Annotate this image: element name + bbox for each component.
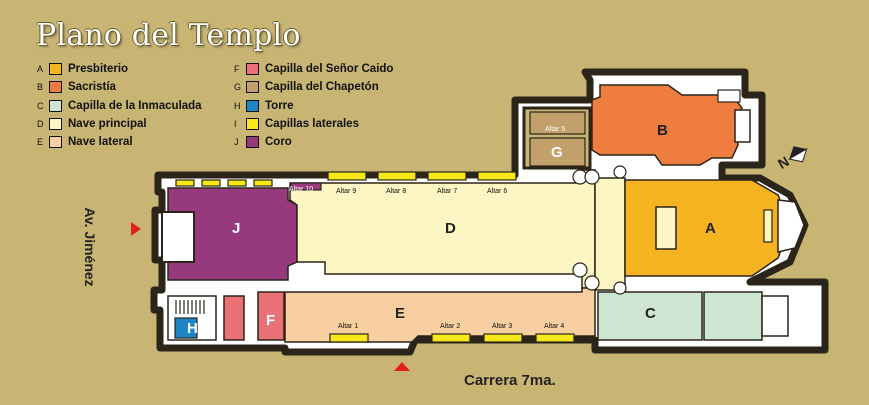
altar-5-label: Altar 5: [545, 126, 565, 133]
room-letter-f: F: [266, 312, 275, 329]
legend-item-b: B Sacristía: [37, 81, 116, 96]
legend-code: D: [37, 119, 44, 129]
legend-item-d: D Nave principal: [37, 118, 147, 133]
legend-label: Capilla de la Inmaculada: [68, 100, 202, 112]
legend-item-g: G Capilla del Chapetón: [234, 81, 379, 96]
legend-code: G: [234, 82, 242, 92]
room-letter-e: E: [395, 305, 405, 322]
legend-swatch: [49, 136, 62, 148]
legend-code: I: [234, 119, 237, 129]
altar-4-label: Altar 4: [544, 323, 564, 330]
altar-2-label: Altar 2: [440, 323, 460, 330]
legend-item-h: H Torre: [234, 100, 294, 115]
legend-swatch: [246, 100, 259, 112]
north-arrow-icon: N: [775, 146, 808, 172]
altar-8-label: Altar 8: [386, 188, 406, 195]
legend-label: Coro: [265, 136, 292, 148]
stairs-icon: [175, 300, 205, 314]
room-b-sacristia: [591, 84, 751, 166]
legend-code: A: [37, 64, 44, 74]
street-south-text: Carrera 7ma.: [464, 372, 556, 389]
legend-item-j: J Coro: [234, 136, 292, 151]
legend-item-e: E Nave lateral: [37, 136, 133, 151]
legend-label: Nave lateral: [68, 136, 133, 148]
altar-3-label: Altar 3: [492, 323, 512, 330]
room-h-torre: [167, 295, 217, 341]
legend-label: Torre: [265, 100, 294, 112]
room-g-capilla-chapeton: [522, 106, 592, 170]
legend-swatch: [246, 118, 259, 130]
legend-label: Capilla del Señor Caido: [265, 63, 394, 75]
legend-label: Presbiterio: [68, 63, 129, 75]
altar-6-label: Altar 6: [487, 188, 507, 195]
pillars: [572, 165, 627, 295]
legend-code: B: [37, 82, 44, 92]
legend-swatch: [49, 100, 62, 112]
legend-code: H: [234, 101, 241, 111]
altar-9-label: Altar 9: [336, 188, 356, 195]
legend-item-f: F Capilla del Señor Caido: [234, 63, 393, 78]
apse-altar: [763, 209, 773, 243]
legend-item-i: I Capillas laterales: [234, 118, 359, 133]
altar-7-label: Altar 7: [437, 188, 457, 195]
legend-label: Sacristía: [68, 81, 116, 93]
legend-code: C: [37, 101, 44, 111]
legend-swatch: [246, 63, 259, 75]
legend-code: F: [234, 64, 240, 74]
legend-code: J: [234, 137, 239, 147]
legend-swatch: [49, 81, 62, 93]
room-letter-j: J: [232, 220, 240, 237]
room-letter-a: A: [705, 220, 716, 237]
room-letters: A B C D E F G H J: [187, 122, 716, 337]
room-letter-h: H: [187, 320, 198, 337]
street-west-text: Av. Jiménez: [82, 207, 98, 287]
legend-item-c: C Capilla de la Inmaculada: [37, 100, 202, 115]
room-j-coro: [161, 187, 298, 281]
room-f-capilla-senor-caido: [223, 291, 285, 341]
north-label: N: [775, 153, 792, 172]
altar-10-label: Altar 10: [289, 186, 313, 193]
room-e-nave-lateral: [284, 287, 596, 343]
room-letter-g: G: [551, 144, 563, 161]
altar-1-label: Altar 1: [338, 323, 358, 330]
legend-label: Capillas laterales: [265, 118, 359, 130]
coro-entrance: [161, 211, 195, 263]
side-chapels-south: [329, 333, 575, 343]
room-c-capilla-inmaculada: [597, 291, 789, 341]
room-letter-c: C: [645, 305, 656, 322]
room-a-presbiterio: [624, 179, 805, 277]
legend-label: Capilla del Chapetón: [265, 81, 379, 93]
legend-code: E: [37, 137, 44, 147]
street-west-label: Av. Jiménez: [82, 172, 98, 322]
legend-item-a: A Presbiterio: [37, 63, 128, 78]
altar-5-niche: [529, 111, 586, 135]
apse-niche: [777, 199, 805, 253]
legend-swatch: [49, 63, 62, 75]
street-south-label: Carrera 7ma.: [464, 372, 556, 389]
legend-swatch: [246, 136, 259, 148]
altar-labels: Altar 10 Altar 9 Altar 8 Altar 7 Altar 6…: [289, 126, 565, 330]
entrance-arrow-south-icon: [394, 362, 410, 371]
side-chapels-north: [175, 171, 517, 191]
map-title: Plano del Templo: [36, 18, 301, 53]
legend-swatch: [246, 81, 259, 93]
legend-label: Nave principal: [68, 118, 147, 130]
crossing: [594, 177, 626, 291]
entrance-arrow-west-icon: [131, 222, 141, 236]
room-letter-b: B: [657, 122, 668, 139]
legend-swatch: [49, 118, 62, 130]
main-altar: [655, 206, 677, 250]
room-letter-d: D: [445, 220, 456, 237]
